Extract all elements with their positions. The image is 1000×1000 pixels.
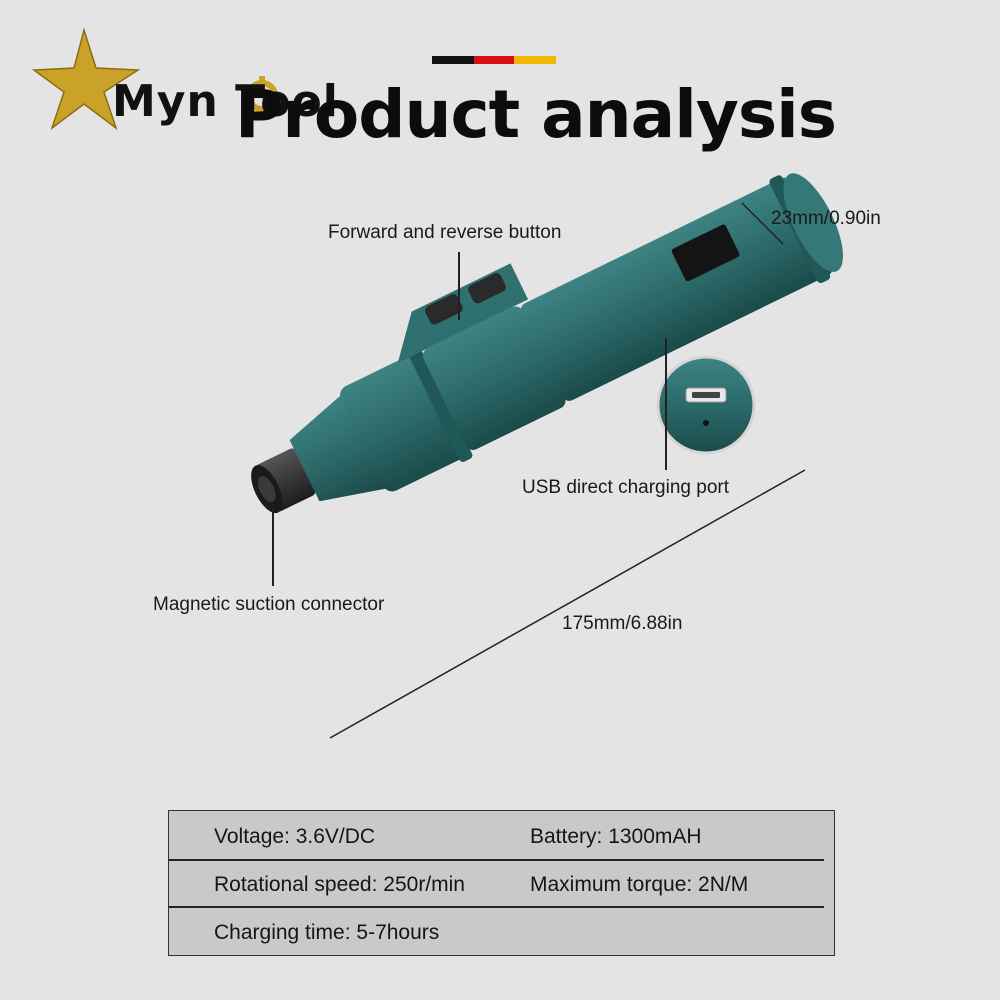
spec-divider [169, 859, 824, 861]
screwdriver-illustration [251, 173, 843, 739]
diameter-label: 23mm/0.90in [771, 208, 881, 229]
brand-logo: Myn Tool [30, 28, 338, 138]
spec-charging: Charging time: 5-7hours [214, 921, 440, 944]
spec-battery: Battery: 1300mAH [530, 825, 702, 848]
flag-stripe-black [432, 56, 474, 64]
spec-table: Voltage: 3.6V/DC Battery: 1300mAH Rotati… [168, 810, 835, 956]
spec-voltage: Voltage: 3.6V/DC [214, 825, 376, 848]
length-dimension-line [329, 469, 806, 739]
usb-port-inset [656, 355, 756, 455]
star-wrench-gear-logo-icon [31, 28, 282, 131]
button-callout: Forward and reverse button [328, 222, 562, 243]
usb-callout: USB direct charging port [522, 477, 729, 498]
spec-divider [169, 906, 824, 908]
screwdriver-body [251, 173, 843, 514]
page-title: Product analysis [235, 76, 837, 153]
brand-name: Myn Tool [112, 76, 339, 127]
spec-torque: Maximum torque: 2N/M [530, 873, 749, 896]
diameter-dimension-line [741, 202, 784, 245]
flag-stripe-gold [514, 56, 556, 64]
connector-callout: Magnetic suction connector [153, 594, 385, 615]
flag-stripe-red [474, 56, 514, 64]
spec-speed: Rotational speed: 250r/min [214, 873, 465, 896]
length-label: 175mm/6.88in [562, 613, 683, 634]
